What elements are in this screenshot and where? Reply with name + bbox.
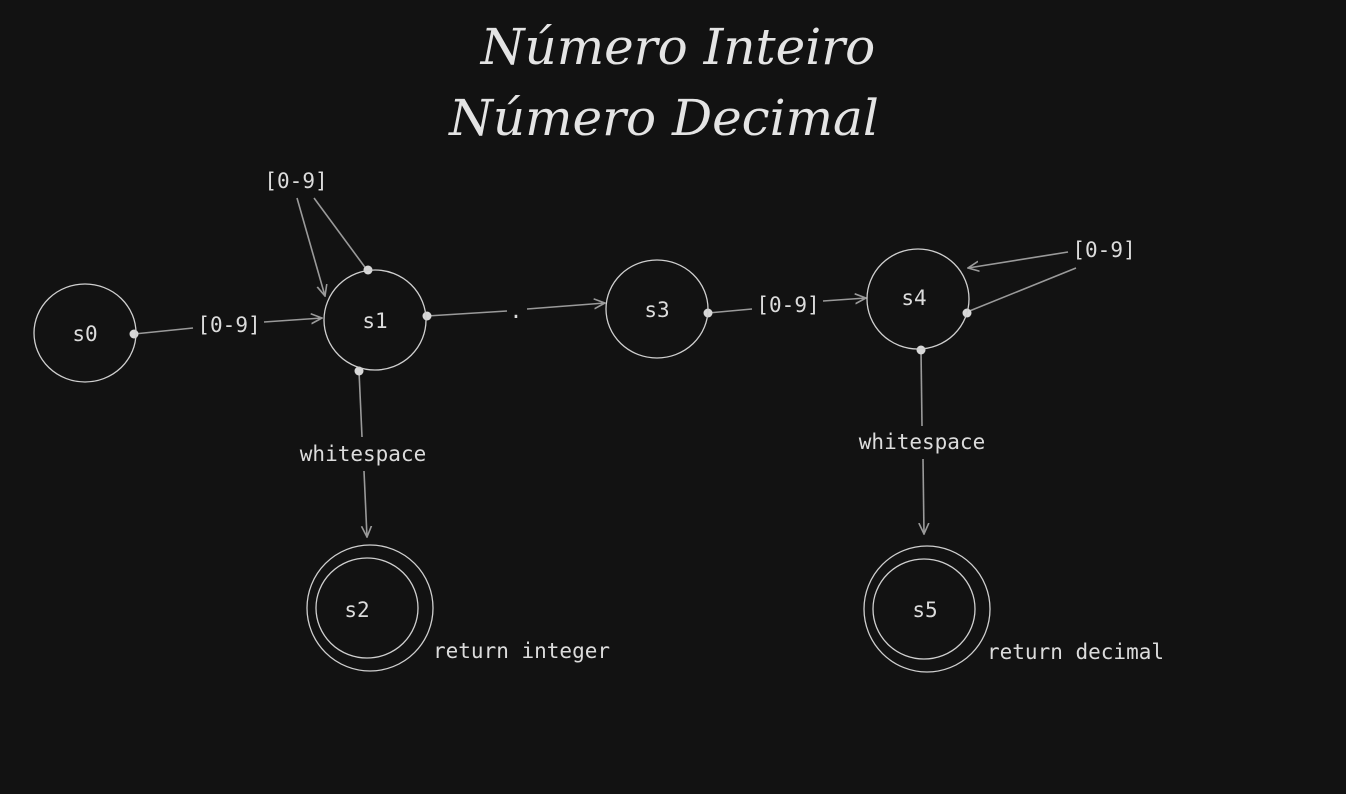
edge-label-s0-s1: [0-9]: [197, 313, 260, 337]
edge-s4-loop: [0-9]: [962, 238, 1136, 318]
state-label-s2: s2: [344, 598, 369, 622]
output-s5: return decimal: [987, 640, 1164, 664]
edge-s3-s4: [0-9]: [703, 293, 867, 318]
edge-label-s3-s4: [0-9]: [756, 293, 819, 317]
state-label-s0: s0: [72, 322, 97, 346]
edge-label-s4-loop: [0-9]: [1072, 238, 1135, 262]
edge-s1-s2: whitespace: [300, 366, 426, 538]
state-s2: s2: [306, 544, 434, 672]
edge-label-s1-loop: [0-9]: [264, 169, 327, 193]
state-label-s3: s3: [644, 298, 669, 322]
state-s4: s4: [866, 248, 970, 350]
state-s0: s0: [33, 283, 137, 383]
state-s5: s5: [863, 545, 991, 673]
state-s1: s1: [323, 269, 427, 371]
edge-s0-s1: [0-9]: [129, 313, 323, 339]
edge-s1-loop: [0-9]: [264, 169, 373, 296]
edge-s4-s5: whitespace: [859, 345, 985, 535]
state-label-s1: s1: [362, 309, 387, 333]
state-label-s5: s5: [912, 598, 937, 622]
title-line-2: Número Decimal: [448, 89, 879, 147]
state-s3: s3: [605, 259, 709, 359]
output-s2: return integer: [433, 639, 610, 663]
edge-label-s1-s3: .: [510, 299, 523, 323]
edge-s1-s3: .: [422, 299, 606, 323]
edge-label-s4-s5: whitespace: [859, 430, 985, 454]
state-label-s4: s4: [901, 286, 926, 310]
title-line-1: Número Inteiro: [480, 18, 875, 76]
edge-label-s1-s2: whitespace: [300, 442, 426, 466]
